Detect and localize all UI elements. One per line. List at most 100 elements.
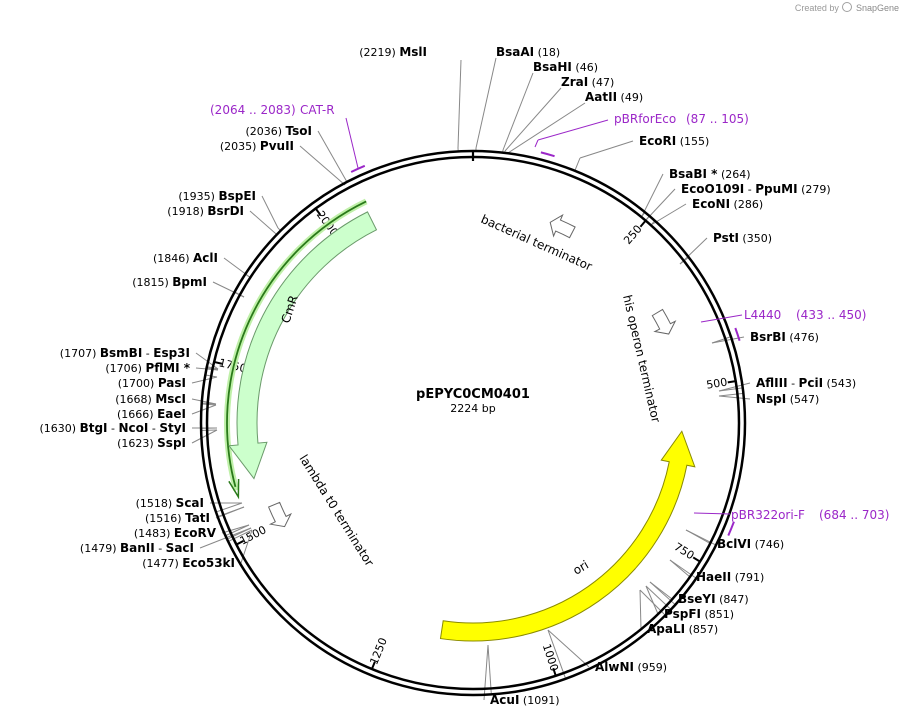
enzyme-eaei: (1666) EaeI xyxy=(117,407,186,421)
enzyme-leader-line xyxy=(547,629,590,668)
enzyme-bsahi: BsaHI (46) xyxy=(533,60,598,74)
enzyme-scai: (1518) ScaI xyxy=(136,496,204,510)
snapgene-logo-icon xyxy=(842,2,853,12)
cmr-highlight-line xyxy=(226,200,367,488)
enzyme-leader-line xyxy=(639,589,667,617)
enzyme-bsrbi: BsrBI (476) xyxy=(750,330,819,344)
primer-leader xyxy=(345,117,359,169)
enzyme-pvuii: (2035) PvuII xyxy=(220,139,294,153)
enzyme-label: (1918) BsrDI xyxy=(167,204,244,218)
enzyme-aatii: AatII (49) xyxy=(585,90,643,104)
enzyme-bsrdi: (1918) BsrDI xyxy=(167,204,244,218)
enzyme-leader-line xyxy=(214,502,243,513)
enzyme-pspfi: PspFI (851) xyxy=(664,607,734,621)
enzyme-tati: (1516) TatI xyxy=(145,511,210,525)
feature-ori-arrow xyxy=(439,430,696,642)
enzyme-leader-line xyxy=(221,524,250,534)
enzyme-bseyi: BseYI (847) xyxy=(678,592,749,606)
primer-leader xyxy=(700,314,743,323)
tick-mark xyxy=(314,207,322,216)
snapgene-credit: Created by SnapGene xyxy=(795,2,899,13)
enzyme-leader-line xyxy=(277,227,281,231)
enzyme-leader-line xyxy=(504,87,562,152)
enzyme-label: AflIII - PciI (543) xyxy=(756,376,856,390)
enzyme-leader-line xyxy=(487,644,492,696)
primer-range: (684 .. 703) xyxy=(819,508,889,522)
tick-mark xyxy=(727,380,736,384)
enzyme-leader-line xyxy=(669,559,698,580)
enzyme-leader-line xyxy=(191,429,218,444)
enzyme-label: (1666) EaeI xyxy=(117,407,186,421)
enzyme-leader-line xyxy=(457,59,462,149)
primer-l4440-mark xyxy=(734,327,741,341)
enzyme-leader-line xyxy=(227,529,253,543)
enzyme-label: (1706) PflMI * xyxy=(105,361,190,375)
enzyme-leader-line xyxy=(645,585,659,615)
primer-name: L4440 xyxy=(744,308,781,322)
enzyme-msli: (2219) MslI xyxy=(359,45,427,59)
enzyme-label: (2219) MslI xyxy=(359,45,427,59)
enzyme-label: ZraI (47) xyxy=(561,75,614,89)
enzyme-leader-line xyxy=(261,195,279,229)
enzyme-label: (1516) TatI xyxy=(145,511,210,525)
enzyme-label: (1630) BtgI - NcoI - StyI xyxy=(40,421,187,435)
credit-text: Created by xyxy=(794,3,839,13)
enzyme-label: (1668) MscI xyxy=(115,392,186,406)
enzyme-label: (1815) BpmI xyxy=(132,275,207,289)
enzyme-leader-line xyxy=(249,210,276,234)
enzyme-leader-line xyxy=(547,629,567,680)
plasmid-size: 2224 bp xyxy=(450,402,495,415)
enzyme-leader-line xyxy=(649,581,673,600)
tick-mark xyxy=(639,219,647,228)
enzyme-label: PstI (350) xyxy=(713,231,772,245)
enzyme-labels: (2219) MslI BsaAI (18)BsaHI (46)ZraI (47)… xyxy=(40,45,857,707)
feature-label-ori: ori xyxy=(571,558,592,578)
primer-pbr322ori-f-mark xyxy=(727,521,735,536)
enzyme-label: BsaAI (18) xyxy=(496,45,560,59)
enzyme-bpmi: (1815) BpmI xyxy=(132,275,207,289)
enzyme-econi: EcoNI (286) xyxy=(692,197,763,211)
enzyme-label: AlwNI (959) xyxy=(595,660,667,674)
primer-pbrforeco-mark xyxy=(540,151,555,158)
primer-cat-r-mark xyxy=(350,164,366,173)
feature-label-bacterial-terminator: bacterial terminator xyxy=(479,212,595,274)
enzyme-leader-line xyxy=(669,559,691,578)
enzyme-leader-line xyxy=(579,140,634,159)
enzyme-leader-line xyxy=(215,506,245,519)
tick-mark xyxy=(552,667,557,677)
primer-l4440: L4440 (433 .. 450) xyxy=(744,308,866,322)
enzyme-acli: (1846) AclI xyxy=(153,251,218,265)
feature-label-lambda-t0-terminator: lambda t0 terminator xyxy=(296,452,376,569)
enzyme-label: AcuI (1091) xyxy=(490,693,560,707)
enzyme-acui: AcuI (1091) xyxy=(490,693,560,707)
enzyme-leader-line xyxy=(224,524,250,537)
enzyme-leader-line xyxy=(718,392,745,397)
enzyme-nspi: NspI (547) xyxy=(756,392,819,406)
tick-mark xyxy=(235,540,244,546)
enzyme-leader-line xyxy=(483,644,489,701)
primer-pbr322ori-f: pBR322ori-F (684 .. 703) xyxy=(731,508,889,522)
enzyme-leader-line xyxy=(641,173,664,217)
tick-mark xyxy=(370,661,376,670)
enzyme-bsabi: BsaBI * (264) xyxy=(669,167,751,181)
enzyme-leader-line xyxy=(645,188,676,221)
enzyme-label: HaeII (791) xyxy=(696,570,764,584)
enzyme-zrai: ZraI (47) xyxy=(561,75,614,89)
feature-arrows xyxy=(224,198,696,642)
tick-label: 1000 xyxy=(540,642,561,673)
enzyme-eco53ki: (1477) Eco53kI xyxy=(142,556,235,570)
primer-range: (2064 .. 2083) xyxy=(210,103,296,117)
enzyme-banii: (1479) BanII - SacI xyxy=(80,541,194,555)
enzyme-leader-line xyxy=(718,382,751,392)
primer-cat-r: (2064 .. 2083) CAT-R xyxy=(210,103,335,117)
enzyme-leader-line xyxy=(317,130,348,183)
enzyme-leader-line xyxy=(718,387,744,392)
tick-mark xyxy=(692,556,701,563)
enzyme-label: (1935) BspEI xyxy=(178,189,256,203)
enzyme-afliii: AflIII - PciI (543) xyxy=(756,376,856,390)
enzyme-label: BsaBI * (264) xyxy=(669,167,751,181)
enzyme-label: (1707) BsmBI - Esp3I xyxy=(60,346,190,360)
enzyme-leader-line xyxy=(574,157,581,171)
feature-lambda-t0-terminator-arrow xyxy=(267,501,292,528)
enzyme-label: (1483) EcoRV xyxy=(134,526,217,540)
